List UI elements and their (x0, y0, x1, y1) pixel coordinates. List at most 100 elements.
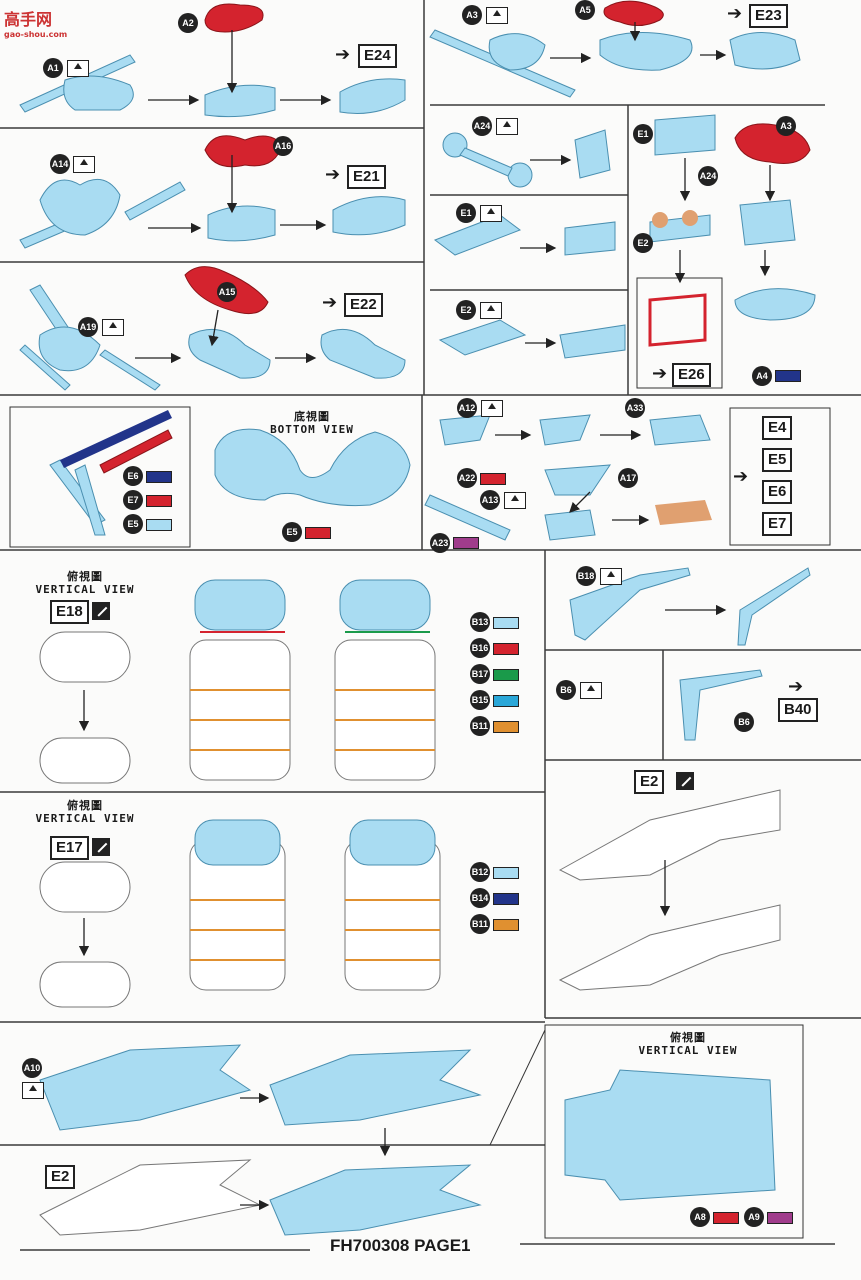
ref-b40: B40 (778, 698, 818, 722)
watermark-text: 高手网 (4, 10, 53, 29)
ref-e17: E17 (50, 836, 89, 860)
ref-e24: E24 (358, 44, 397, 68)
part-label-a23: A23 (430, 533, 450, 553)
swatch-dark-blue (493, 893, 519, 905)
part-label-a12: A12 (457, 398, 477, 418)
part-label-b6: B6 (734, 712, 754, 732)
arrow-right-icon: ➔ (322, 292, 338, 313)
vertical-view-title: 俯視圖 VERTICAL VIEW (628, 1031, 748, 1057)
part-label-e2: E2 (456, 300, 476, 320)
swatch-purple (767, 1212, 793, 1224)
part-label-e5: E5 (123, 514, 143, 534)
watermark-logo: 高手网 gao-shou.com (4, 6, 67, 39)
part-label-a33: A33 (625, 398, 645, 418)
vertical-view-title: 俯視圖 VERTICAL VIEW (25, 799, 145, 825)
swatch-light-blue (146, 519, 172, 531)
part-label-b6: B6 (556, 680, 576, 700)
title-en: BOTTOM VIEW (270, 423, 354, 436)
part-label-a4: A4 (752, 366, 772, 386)
part-label-b11: B11 (470, 716, 490, 736)
part-label-b13: B13 (470, 612, 490, 632)
swatch-orange (493, 919, 519, 931)
bend-icon (600, 568, 622, 585)
part-label-a5: A5 (575, 0, 595, 20)
flat-icon (676, 772, 694, 790)
part-label-a24: A24 (472, 116, 492, 136)
part-label-b18: B18 (576, 566, 596, 586)
page-footer-code: FH700308 PAGE1 (330, 1236, 471, 1255)
part-label-a13: A13 (480, 490, 500, 510)
title-zh: 俯視圖 (67, 570, 103, 583)
ref-e26: E26 (672, 363, 711, 387)
ref-e18: E18 (50, 600, 89, 624)
ref-e7: E7 (762, 512, 793, 536)
bend-icon (496, 118, 518, 135)
bend-icon (67, 60, 89, 77)
swatch-light-blue (493, 867, 519, 879)
part-label-e5: E5 (282, 522, 302, 542)
ref-e2: E2 (634, 770, 665, 794)
swatch-orange (493, 721, 519, 733)
part-label-e1: E1 (456, 203, 476, 223)
part-label-e1: E1 (633, 124, 653, 144)
part-label-a9: A9 (744, 1207, 764, 1227)
swatch-green (493, 669, 519, 681)
part-label-a16: A16 (273, 136, 293, 156)
part-label-b17: B17 (470, 664, 490, 684)
part-label-e2: E2 (633, 233, 653, 253)
title-zh: 俯視圖 (670, 1031, 706, 1044)
bend-icon (504, 492, 526, 509)
title-en: VERTICAL VIEW (35, 583, 135, 596)
part-label-b12: B12 (470, 862, 490, 882)
part-label-a17: A17 (618, 468, 638, 488)
part-label-b11: B11 (470, 914, 490, 934)
title-en: VERTICAL VIEW (638, 1044, 738, 1057)
bend-icon (480, 302, 502, 319)
ref-e21: E21 (347, 165, 386, 189)
ref-e23: E23 (749, 4, 788, 28)
arrow-right-icon: ➔ (727, 3, 743, 24)
bend-icon (102, 319, 124, 336)
swatch-cyan (493, 695, 519, 707)
bend-icon (480, 205, 502, 222)
bend-icon (73, 156, 95, 173)
part-label-b14: B14 (470, 888, 490, 908)
arrow-right-icon: ➔ (325, 164, 341, 185)
swatch-red (146, 495, 172, 507)
swatch-red (713, 1212, 739, 1224)
part-label-a3: A3 (776, 116, 796, 136)
bend-icon (481, 400, 503, 417)
part-label-a2: A2 (178, 13, 198, 33)
part-label-a3: A3 (462, 5, 482, 25)
arrow-right-icon: ➔ (788, 676, 804, 697)
ref-e6: E6 (762, 480, 793, 504)
swatch-red (480, 473, 506, 485)
bend-icon (486, 7, 508, 24)
title-zh: 俯視圖 (67, 799, 103, 812)
vertical-view-title: 俯視圖 VERTICAL VIEW (25, 570, 145, 596)
bottom-view-title: 底視圖 BOTTOM VIEW (252, 410, 372, 436)
part-label-a15: A15 (217, 282, 237, 302)
arrow-right-icon: ➔ (335, 44, 351, 65)
watermark-url: gao-shou.com (4, 30, 68, 39)
swatch-purple (453, 537, 479, 549)
swatch-dark-blue (146, 471, 172, 483)
title-en: VERTICAL VIEW (35, 812, 135, 825)
arrow-right-icon: ➔ (733, 466, 749, 487)
part-label-a10: A10 (22, 1058, 42, 1078)
part-label-a22: A22 (457, 468, 477, 488)
title-zh: 底視圖 (294, 410, 330, 423)
swatch-light-blue (493, 617, 519, 629)
part-label-a8: A8 (690, 1207, 710, 1227)
ref-e2: E2 (45, 1165, 76, 1189)
flat-icon (92, 838, 110, 856)
ref-e5: E5 (762, 448, 793, 472)
ref-e4: E4 (762, 416, 793, 440)
part-label-a24: A24 (698, 166, 718, 186)
part-label-b15: B15 (470, 690, 490, 710)
ref-e22: E22 (344, 293, 383, 317)
part-label-a1: A1 (43, 58, 63, 78)
